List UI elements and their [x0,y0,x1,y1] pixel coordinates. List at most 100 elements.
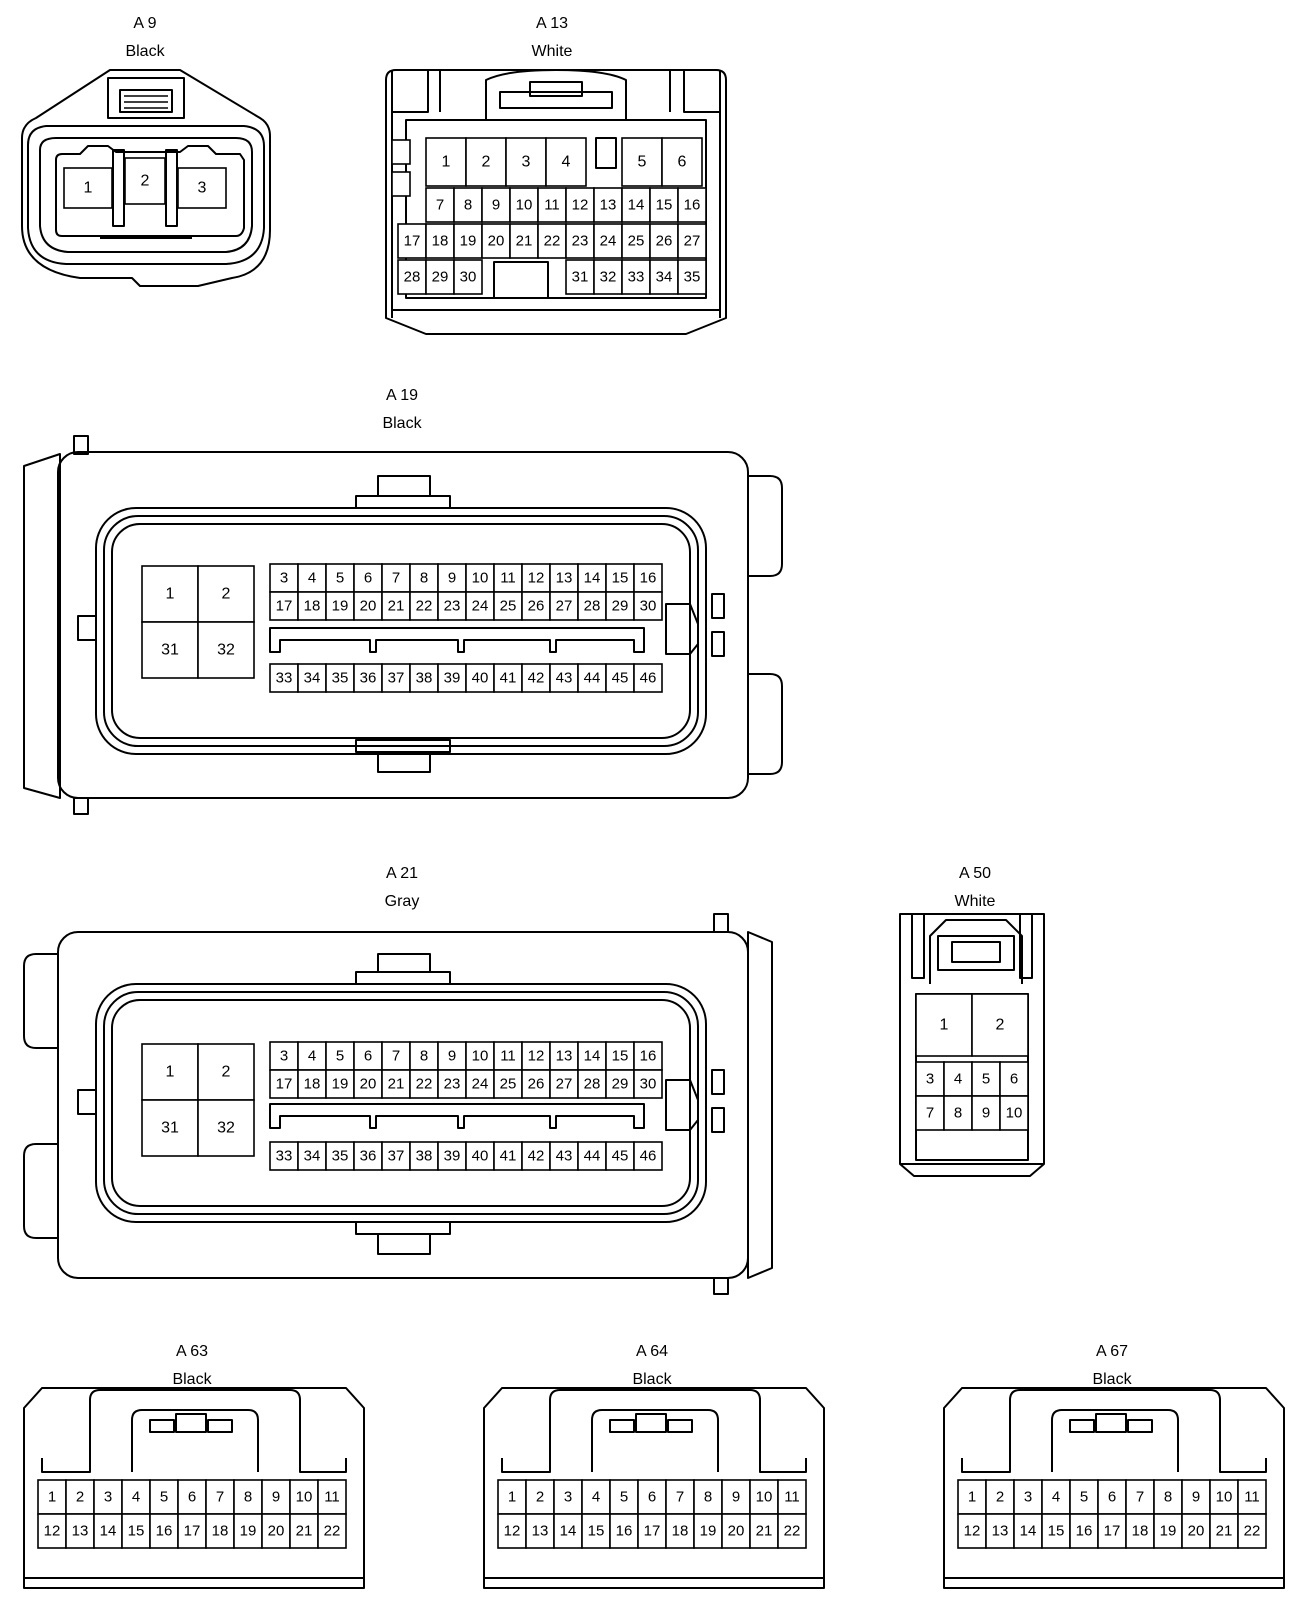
a63-pin-number: 9 [272,1489,280,1506]
a19-pin-number: 46 [640,670,657,687]
a21-pin-number: 44 [584,1148,601,1165]
a13-pin-cell [593,259,623,295]
a19-pin-cell [141,565,199,623]
a64-pin-cell [749,1479,779,1515]
a13-pin-number: 17 [404,233,421,250]
a21-pin-number: 17 [276,1076,293,1093]
a64-pin-number: 18 [672,1523,689,1540]
a67-pin-cell [1013,1479,1043,1515]
a9-pin: 3 [198,180,207,197]
a13-pin-number: 26 [656,233,673,250]
a63-id-label: A 63 [176,1343,208,1360]
a21-pin-number: 39 [444,1148,461,1165]
a50-pin-number: 10 [1006,1105,1023,1122]
a19-pin-number: 6 [364,570,372,587]
a9-pin: 1 [84,180,93,197]
a21-pin-number: 33 [276,1148,293,1165]
a64-pin-number: 21 [756,1523,773,1540]
a67-pin-number: 7 [1136,1489,1144,1506]
a13-pin-cell [545,137,587,187]
a63-pin-number: 19 [240,1523,257,1540]
a13-pin-number: 1 [442,154,451,171]
a63-pin-number: 3 [104,1489,112,1506]
a13-pin-number: 16 [684,197,701,214]
a21-pin-number: 19 [332,1076,349,1093]
a64-pin-number: 12 [504,1523,521,1540]
a19-pin-number: 31 [161,642,179,659]
a64-pin-number: 22 [784,1523,801,1540]
a21-pin-cell [197,1099,255,1157]
a21-pin-number: 18 [304,1076,321,1093]
a67-pin-number: 16 [1076,1523,1093,1540]
a19-pin-number: 14 [584,570,601,587]
a13-pin-cell [621,259,651,295]
a63-pin-cell [65,1479,95,1515]
a63-pin-number: 13 [72,1523,89,1540]
a13-pin-number: 22 [544,233,561,250]
a21-pin-number: 41 [500,1148,517,1165]
a50-id-label: A 50 [959,865,991,882]
a64-pin-number: 16 [616,1523,633,1540]
a19-pin-number: 41 [500,670,517,687]
a19-pin-cell [577,663,607,693]
a21-pin-number: 14 [584,1048,601,1065]
a19-pin-number: 21 [388,598,405,615]
a63-pin-cell [261,1479,291,1515]
a13-pin-number: 6 [678,154,687,171]
a50-pin-number: 5 [982,1071,990,1088]
a19-pin-cell [549,663,579,693]
a13-pin-number: 28 [404,269,421,286]
a19-pin-number: 5 [336,570,344,587]
a64-pin-number: 20 [728,1523,745,1540]
a19-pin-number: 25 [500,598,517,615]
a19-pin-number: 16 [640,570,657,587]
a63-pin-number: 1 [48,1489,56,1506]
a13-pin-cell [425,137,467,187]
a21-pin-number: 28 [584,1076,601,1093]
a21-pin-number: 35 [332,1148,349,1165]
a67-pin-cell [1125,1513,1155,1549]
a64-pin-number: 14 [560,1523,577,1540]
a67-pin-number: 5 [1080,1489,1088,1506]
a50-pin-number: 2 [996,1017,1005,1034]
a21-pin-cell [269,1069,299,1099]
a63-pin-cell [65,1513,95,1549]
a64-id-label: A 64 [636,1343,668,1360]
a19-pin-number: 28 [584,598,601,615]
a19-pin-number: 44 [584,670,601,687]
a19-pin-cell [381,563,411,593]
a63-pin-number: 12 [44,1523,61,1540]
a64-pin-number: 6 [648,1489,656,1506]
a13-pin-number: 27 [684,233,701,250]
a13-pin-number: 13 [600,197,617,214]
a13-pin-cell [677,187,707,223]
a67-pin-cell [1125,1479,1155,1515]
a13-pin-cell [397,223,427,259]
a13-color-label: White [532,43,573,60]
a64-color-label: Black [632,1371,672,1388]
a63-pin-cell [93,1513,123,1549]
a50-pin-cell [915,1095,945,1131]
a21-pin-number: 23 [444,1076,461,1093]
a19-pin-number: 23 [444,598,461,615]
a64-pin-number: 8 [704,1489,712,1506]
a21-pin-number: 29 [612,1076,629,1093]
a19-pin-cell [197,621,255,679]
a19-pin-cell [409,663,439,693]
a19-pin-number: 35 [332,670,349,687]
a63-pin-cell [289,1479,319,1515]
a21-pin-cell [633,1069,663,1099]
a19-pin-cell [493,663,523,693]
a67-pin-cell [1069,1513,1099,1549]
a63-pin-number: 2 [76,1489,84,1506]
a21-pin-number: 2 [222,1064,231,1081]
a50-pin-number: 6 [1010,1071,1018,1088]
a64-pin-cell [721,1513,751,1549]
a67-pin-number: 4 [1052,1489,1060,1506]
a64-pin-cell [553,1513,583,1549]
a13-pin-cell [649,223,679,259]
a19-pin-number: 19 [332,598,349,615]
a19-pin-number: 12 [528,570,545,587]
a13-pin-number: 5 [638,154,647,171]
a13-pin-cell [453,259,483,295]
